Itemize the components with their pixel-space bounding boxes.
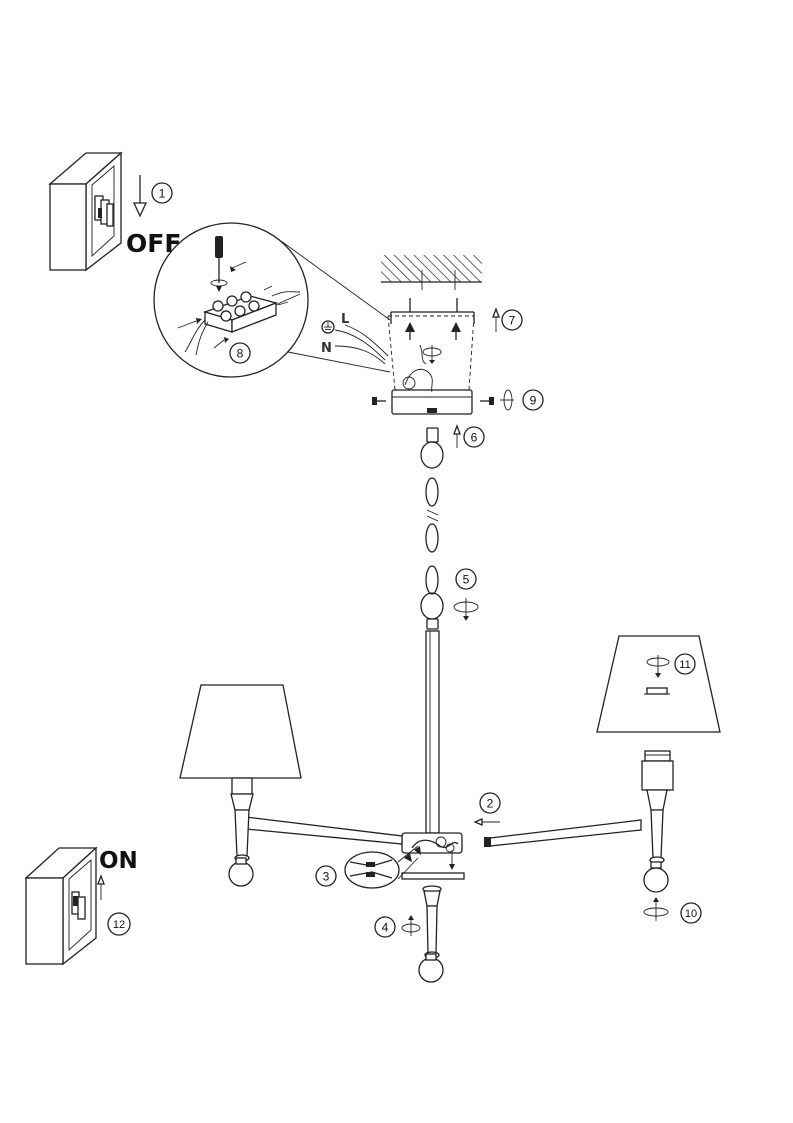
step-8-number: 8 (237, 347, 244, 361)
screwdriver-icon (210, 236, 228, 292)
side-screw-right (480, 389, 514, 411)
bottom-lamp-socket (422, 885, 442, 959)
step-10-number: 10 (685, 908, 697, 920)
step-2-badge: 2 (479, 792, 501, 814)
step-5-number: 5 (463, 573, 470, 587)
right-arm (484, 819, 642, 847)
step-4-badge: 4 (374, 916, 396, 938)
arrow-up-icon-6 (453, 424, 461, 448)
wire-connector-detail (344, 845, 421, 889)
mounting-bracket (390, 298, 475, 340)
arrow-left-icon-2 (473, 818, 500, 826)
on-label: ON (99, 848, 138, 874)
rotate-icon-5 (453, 598, 479, 621)
arrow-up-icon-12 (97, 874, 105, 900)
step-4-number: 4 (382, 921, 389, 935)
rotate-icon (422, 345, 442, 364)
step-11-number: 11 (679, 659, 690, 671)
left-arm (245, 816, 403, 845)
step-6-badge: 6 (463, 426, 485, 448)
arrow-down-icon-hub (449, 850, 455, 870)
step-2-number: 2 (487, 797, 494, 811)
left-lamp-shade (179, 684, 302, 779)
ground-icon (321, 320, 335, 334)
step-5-badge: 5 (455, 568, 477, 590)
step-11-badge: 11 (674, 653, 696, 675)
arrow-up-icon-7 (492, 307, 500, 332)
rotate-icon-11 (646, 655, 670, 678)
switch-off-icon (48, 151, 123, 272)
left-bulb (228, 857, 254, 887)
arrow-down-icon (132, 175, 148, 218)
push-arrows (177, 261, 289, 349)
step-10-badge: 10 (680, 902, 702, 924)
right-lamp-shade (596, 635, 721, 733)
rotate-icon-4 (401, 915, 421, 936)
bottom-bulb (418, 953, 444, 983)
ceiling (381, 255, 482, 290)
step-12-number: 12 (113, 919, 125, 931)
step-3-number: 3 (323, 870, 330, 884)
rotate-icon-10 (643, 897, 669, 921)
center-stem (425, 630, 440, 834)
center-hub (401, 832, 465, 880)
switch-on-icon (24, 846, 98, 966)
ceiling-canopy (387, 315, 475, 415)
step-9-number: 9 (530, 394, 537, 408)
side-screw-left (372, 397, 386, 405)
neutral-label: N (321, 341, 332, 356)
step-3-badge: 3 (315, 865, 337, 887)
wiring-detail-callout: 8 (153, 222, 391, 378)
chain (420, 427, 444, 630)
step-6-number: 6 (471, 431, 478, 445)
step-1-badge: 1 (151, 182, 173, 204)
right-lamp-socket (641, 750, 674, 864)
step-12-badge: 12 (107, 912, 131, 936)
step-7-number: 7 (509, 314, 516, 328)
right-bulb (643, 861, 669, 893)
live-label: L (341, 312, 349, 327)
step-8-badge: 8 (229, 342, 251, 364)
step-9-badge: 9 (522, 389, 544, 411)
step-7-badge: 7 (501, 309, 523, 331)
step-1-number: 1 (159, 187, 166, 201)
